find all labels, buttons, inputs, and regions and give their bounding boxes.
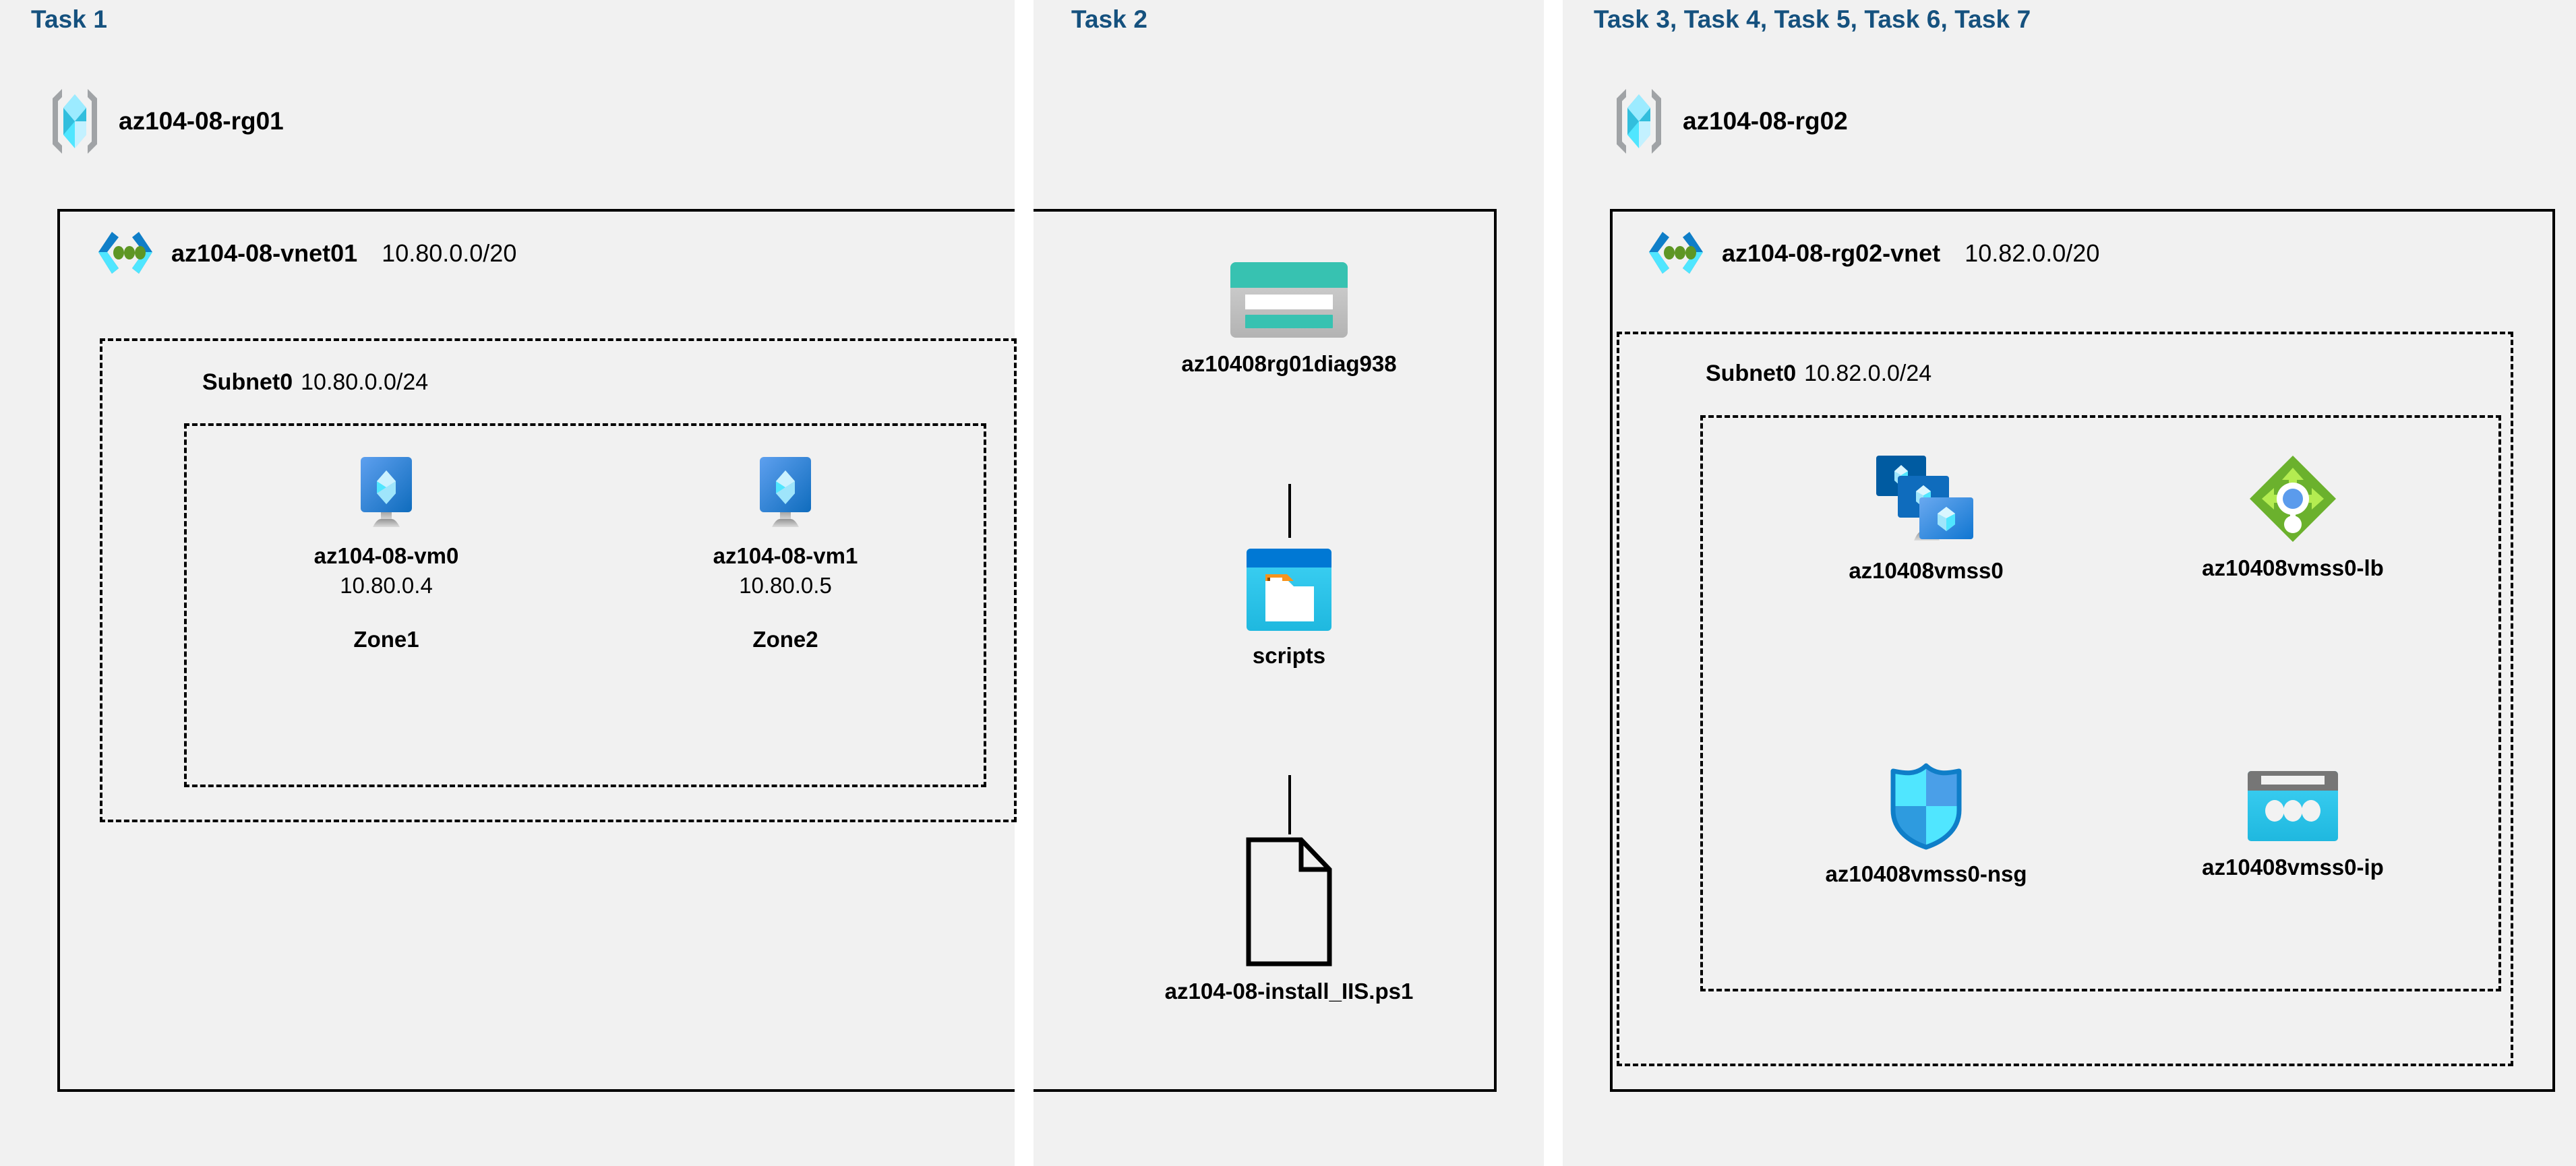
- resource-group-header-rg02: az104-08-rg02: [1613, 86, 1848, 156]
- vm-ip-vm0: 10.80.0.4: [340, 573, 433, 598]
- vnet-cidr-vnet01: 10.80.0.0/20: [382, 239, 517, 267]
- vm-node-vm0[interactable]: az104-08-vm0 10.80.0.4 Zone1: [275, 452, 498, 652]
- load-balancer-name: az10408vmss0-lb: [2202, 555, 2384, 580]
- subnet-name-left: Subnet0: [202, 369, 293, 395]
- storage-account-name: az10408rg01diag938: [1181, 351, 1397, 376]
- storage-account-node[interactable]: az10408rg01diag938: [1174, 259, 1404, 377]
- resource-group-name-rg01: az104-08-rg01: [119, 107, 284, 135]
- task-label-1: Task 1: [31, 5, 108, 33]
- vm-ip-vm1: 10.80.0.5: [739, 573, 832, 598]
- script-file-icon: [1245, 836, 1334, 968]
- connector-container-to-file: [1288, 775, 1291, 834]
- panel-gutter: [1015, 0, 1034, 1166]
- panel-task1: [0, 0, 1015, 1166]
- subnet-header-left: Subnet0 10.80.0.0/24: [202, 369, 428, 396]
- blob-container-name: scripts: [1252, 643, 1326, 668]
- public-ip-address-node[interactable]: az10408vmss0-ip: [2182, 768, 2404, 880]
- vm-name-vm1: az104-08-vm1: [713, 543, 858, 568]
- vm-scale-set-node[interactable]: az10408vmss0: [1815, 453, 2037, 584]
- subnet-cidr-right: 10.82.0.0/24: [1804, 361, 1932, 386]
- vnet-cidr-rg02-vnet: 10.82.0.0/20: [1965, 239, 2100, 267]
- vm-name-vm0: az104-08-vm0: [313, 543, 459, 568]
- blob-container-icon: [1245, 547, 1333, 632]
- virtual-network-icon: [94, 229, 156, 278]
- subnet-boundary-right: [1617, 332, 2513, 1066]
- network-security-group-node[interactable]: az10408vmss0-nsg: [1815, 762, 2037, 887]
- vnet-header-vnet01: az104-08-vnet01 10.80.0.0/20: [94, 229, 516, 278]
- blob-container-node[interactable]: scripts: [1174, 547, 1404, 669]
- resource-group-boundary-right: [1700, 415, 2501, 991]
- virtual-network-icon: [1645, 229, 1707, 278]
- subnet-header-right: Subnet0 10.82.0.0/24: [1706, 361, 1931, 387]
- vm-zone-vm1: Zone2: [752, 627, 818, 652]
- load-balancer-icon: [2247, 453, 2339, 545]
- public-ip-address-name: az10408vmss0-ip: [2202, 855, 2384, 880]
- storage-account-icon: [1228, 259, 1350, 340]
- connector-storage-to-container: [1288, 484, 1291, 538]
- subnet-cidr-left: 10.80.0.0/24: [301, 369, 429, 395]
- vm-scale-set-icon: [1874, 453, 1979, 547]
- virtual-machine-icon: [346, 452, 427, 532]
- task-label-2: Task 2: [1071, 5, 1148, 33]
- vnet-boundary-rg02-vnet: [1610, 209, 2555, 1092]
- zone-group-boundary-left: [184, 423, 986, 787]
- vnet-name-vnet01: az104-08-vnet01: [171, 239, 358, 267]
- public-ip-address-icon: [2245, 768, 2341, 844]
- script-file-node[interactable]: az104-08-install_IIS.ps1: [1087, 836, 1491, 1004]
- task-label-3-7: Task 3, Task 4, Task 5, Task 6, Task 7: [1594, 5, 2031, 33]
- resource-group-name-rg02: az104-08-rg02: [1683, 107, 1848, 135]
- virtual-machine-icon: [745, 452, 826, 532]
- network-security-group-name: az10408vmss0-nsg: [1825, 861, 2027, 886]
- network-security-group-icon: [1885, 762, 1967, 851]
- vm-scale-set-name: az10408vmss0: [1849, 558, 2004, 583]
- vm-node-vm1[interactable]: az104-08-vm1 10.80.0.5 Zone2: [674, 452, 897, 652]
- vm-zone-vm0: Zone1: [353, 627, 419, 652]
- resource-group-icon: [49, 86, 101, 156]
- vnet-name-rg02-vnet: az104-08-rg02-vnet: [1722, 239, 1941, 267]
- panel-task3-7: [1563, 0, 2576, 1166]
- resource-group-header-rg01: az104-08-rg01: [49, 86, 284, 156]
- load-balancer-node[interactable]: az10408vmss0-lb: [2182, 453, 2404, 581]
- subnet-name-right: Subnet0: [1706, 361, 1797, 386]
- vnet-boundary-vnet01: [57, 209, 1497, 1092]
- vnet-header-rg02-vnet: az104-08-rg02-vnet 10.82.0.0/20: [1645, 229, 2099, 278]
- subnet-boundary-left: [100, 338, 1017, 822]
- resource-group-icon: [1613, 86, 1665, 156]
- script-file-name: az104-08-install_IIS.ps1: [1164, 979, 1414, 1004]
